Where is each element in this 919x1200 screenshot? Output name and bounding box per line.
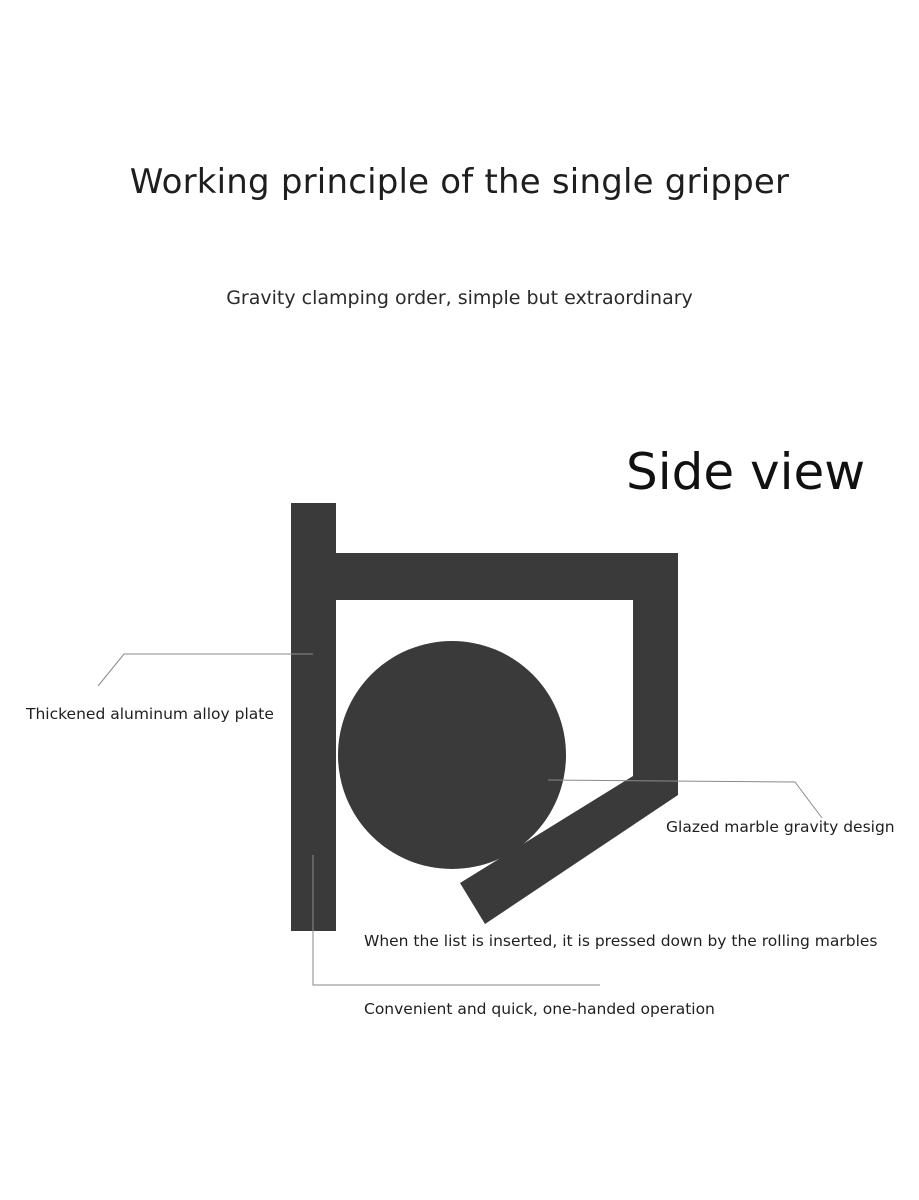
leader-line-convenient — [312, 855, 600, 986]
callout-list-inserted: When the list is inserted, it is pressed… — [364, 932, 878, 950]
gripper-housing — [336, 553, 678, 924]
page-title: Working principle of the single gripper — [129, 162, 790, 202]
callout-marble: Glazed marble gravity design — [666, 818, 895, 836]
glazed-marble — [338, 641, 566, 869]
page-subtitle: Gravity clamping order, simple but extra… — [226, 287, 693, 309]
side-view-label: Side view — [626, 443, 866, 501]
leader-line-plate — [97, 653, 313, 687]
callout-aluminum-plate: Thickened aluminum alloy plate — [26, 705, 274, 723]
callout-one-handed: Convenient and quick, one-handed operati… — [364, 1000, 715, 1018]
leader-line-marble — [547, 779, 823, 819]
